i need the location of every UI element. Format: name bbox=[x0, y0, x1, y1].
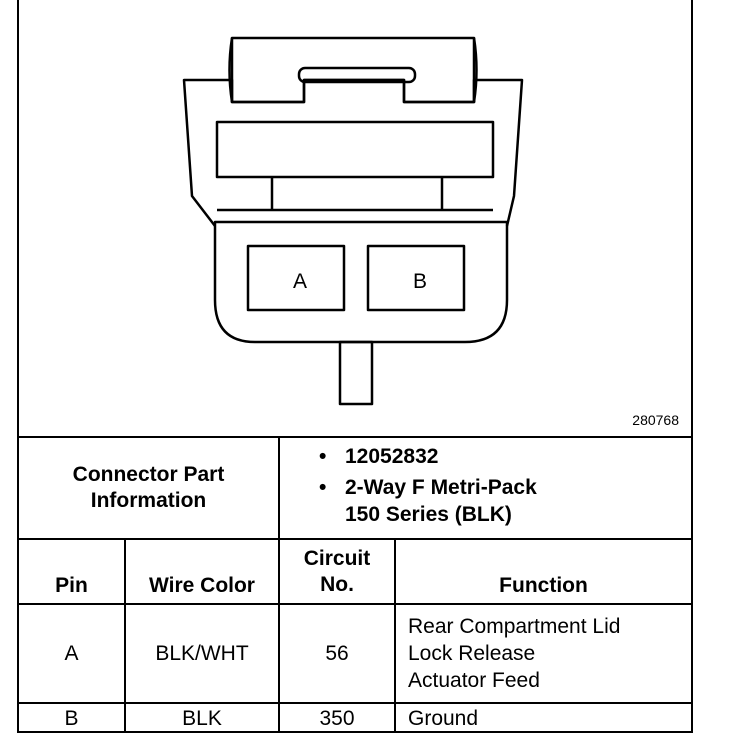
figure-id: 280768 bbox=[632, 412, 679, 428]
row-a-function-line1: Rear Compartment Lid bbox=[408, 615, 621, 638]
column-divider-1 bbox=[124, 538, 126, 733]
row-a-wire-color: BLK/WHT bbox=[155, 642, 249, 665]
pin-label-b: B bbox=[413, 270, 427, 293]
row-a-circuit: 56 bbox=[325, 642, 349, 665]
row-a-function: Rear Compartment Lid Lock Release Actuat… bbox=[396, 605, 691, 702]
row-b-pin: B bbox=[64, 707, 79, 730]
connector-info-list: • 12052832 • 2-Way F Metri-Pack 150 Seri… bbox=[319, 443, 537, 528]
header-circuit: Circuit No. bbox=[280, 540, 394, 603]
info-divider bbox=[19, 538, 691, 540]
info-item-part-number: • 12052832 bbox=[319, 443, 537, 470]
connector-stem bbox=[338, 340, 374, 406]
pin-cavity-a bbox=[246, 244, 346, 312]
table-top-border bbox=[19, 436, 691, 438]
column-divider-2 bbox=[278, 538, 280, 733]
connector-info-frame: A B 280768 Connector Part Information • … bbox=[17, 0, 693, 733]
connector-info-title: Connector Part Information bbox=[19, 438, 278, 538]
row-a-function-line3: Actuator Feed bbox=[408, 669, 540, 692]
header-wire-color: Wire Color bbox=[149, 574, 255, 597]
bullet: • bbox=[319, 445, 327, 468]
row-b-function: Ground bbox=[408, 707, 479, 730]
row-b-wire-color: BLK bbox=[182, 707, 222, 730]
connector-latch bbox=[230, 36, 476, 104]
row-b-circuit: 350 bbox=[319, 707, 355, 730]
connector-body bbox=[213, 220, 509, 344]
row-a-pin: A bbox=[64, 642, 79, 665]
header-pin: Pin bbox=[55, 574, 88, 597]
info-title-line1: Connector Part bbox=[72, 463, 225, 486]
description-line2: 150 Series (BLK) bbox=[345, 503, 512, 526]
header-function: Function bbox=[499, 574, 588, 597]
header-divider bbox=[19, 603, 691, 605]
row-a-function-line2: Lock Release bbox=[408, 642, 536, 665]
row-divider bbox=[19, 702, 691, 704]
description-line1: 2-Way F Metri-Pack bbox=[345, 476, 537, 499]
info-item-description: • 2-Way F Metri-Pack 150 Series (BLK) bbox=[319, 474, 537, 528]
column-divider-3 bbox=[394, 538, 396, 733]
info-title-line2: Information bbox=[90, 489, 207, 512]
pin-cavity-b bbox=[366, 244, 466, 312]
part-number: 12052832 bbox=[345, 445, 439, 468]
connector-drawing: A B bbox=[182, 36, 524, 406]
header-circuit-line2: No. bbox=[320, 572, 354, 596]
info-vertical-divider bbox=[278, 436, 280, 538]
bullet: • bbox=[319, 476, 327, 499]
pin-label-a: A bbox=[293, 270, 307, 293]
header-circuit-line1: Circuit bbox=[303, 546, 371, 570]
connector-rib bbox=[215, 120, 495, 179]
